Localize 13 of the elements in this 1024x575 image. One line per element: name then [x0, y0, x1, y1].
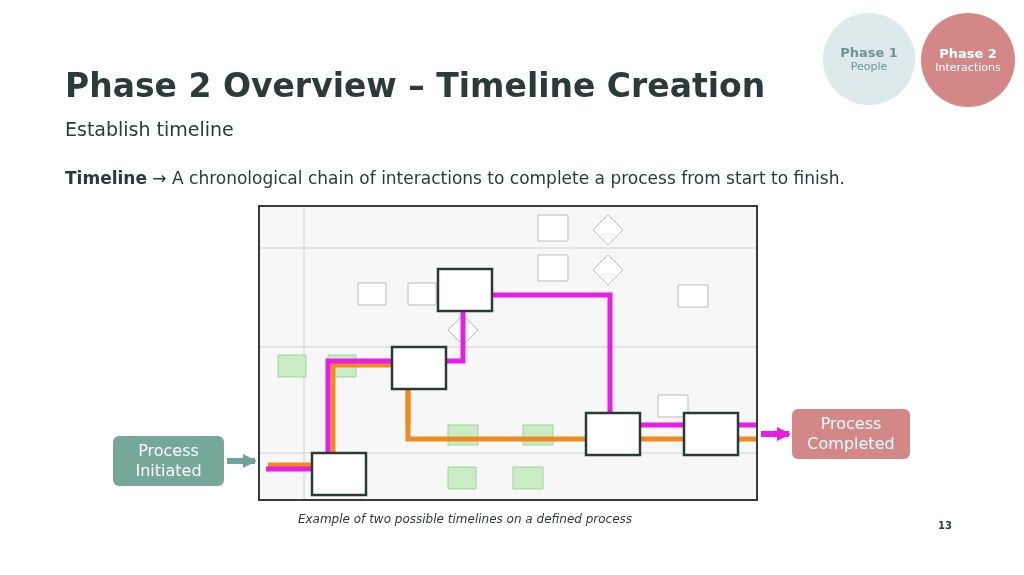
arrow — [761, 427, 791, 441]
arrow — [227, 454, 257, 468]
phase-subtitle: People — [850, 60, 888, 73]
slide-title: Phase 2 Overview – Timeline Creation — [65, 66, 766, 105]
caption: Example of two possible timelines on a defined process — [296, 512, 634, 526]
subtitle: Establish timeline — [65, 118, 234, 140]
start-box: Process Initiated — [113, 436, 224, 486]
end-box: Process Completed — [792, 409, 910, 459]
description-text: Timeline → A chronological chain of interactions to complete a process from start to finish. — [65, 168, 845, 188]
phase-name: Phase 2 — [939, 46, 997, 61]
phase-name: Phase 1 — [840, 45, 898, 60]
page-number: 13 — [938, 520, 952, 531]
phase-subtitle: Interactions — [935, 61, 1001, 74]
